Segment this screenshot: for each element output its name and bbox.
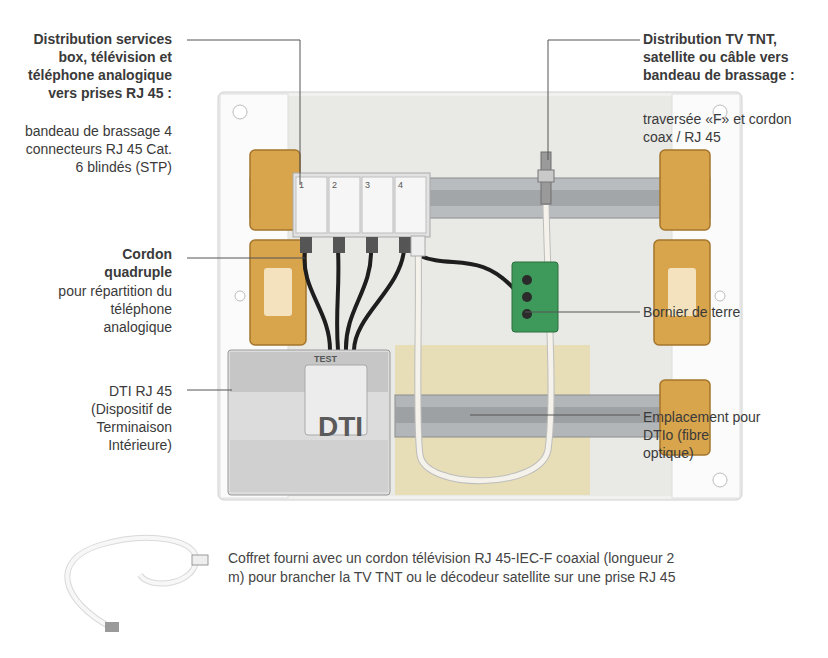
device-marking: TEST (314, 354, 354, 364)
coax-cord (418, 205, 551, 481)
rj45-plug (300, 237, 411, 253)
device-marking: DTI (318, 412, 388, 442)
callout-text: Emplacement pour DTIo (fibre optique) (643, 408, 763, 462)
patch-panel (293, 173, 430, 237)
ground-terminal (512, 262, 558, 332)
rail-bracket (250, 150, 710, 455)
callout-heading: Distribution services box, télévision et… (10, 30, 172, 102)
leader-line (187, 40, 640, 415)
callout-text: Bornier de terre (643, 303, 823, 321)
dti-device (228, 350, 390, 495)
rj45-plug (192, 555, 208, 565)
rj45-plug (411, 236, 425, 256)
callout-text: bandeau de brassage 4 connecteurs RJ 45 … (17, 122, 172, 176)
coax-cord (418, 205, 551, 481)
port-number: 4 (398, 180, 410, 190)
tv-cord (67, 538, 196, 628)
telephone-cable (304, 250, 515, 350)
f-connector-nut (538, 170, 554, 182)
callout-text: pour répartition du téléphone analogique (52, 282, 172, 336)
port-number: 1 (299, 180, 311, 190)
bracket-slot (264, 268, 696, 316)
callout-text: traversée «F» et cordon coax / RJ 45 (643, 110, 818, 146)
rj45-port (296, 177, 426, 233)
dti-base (230, 440, 388, 492)
caption: Coffret fourni avec un cordon télévision… (228, 549, 688, 587)
port-number: 2 (332, 180, 344, 190)
callout-heading: Distribution TV TNT, satellite ou câble … (643, 30, 815, 84)
tv-cord (67, 538, 196, 628)
callout-heading: Cordon quadruple (62, 245, 172, 281)
callout-text: DTI RJ 45 (Dispositif de Terminaison Int… (62, 382, 172, 454)
port-number: 3 (365, 180, 377, 190)
iec-plug (105, 622, 119, 632)
